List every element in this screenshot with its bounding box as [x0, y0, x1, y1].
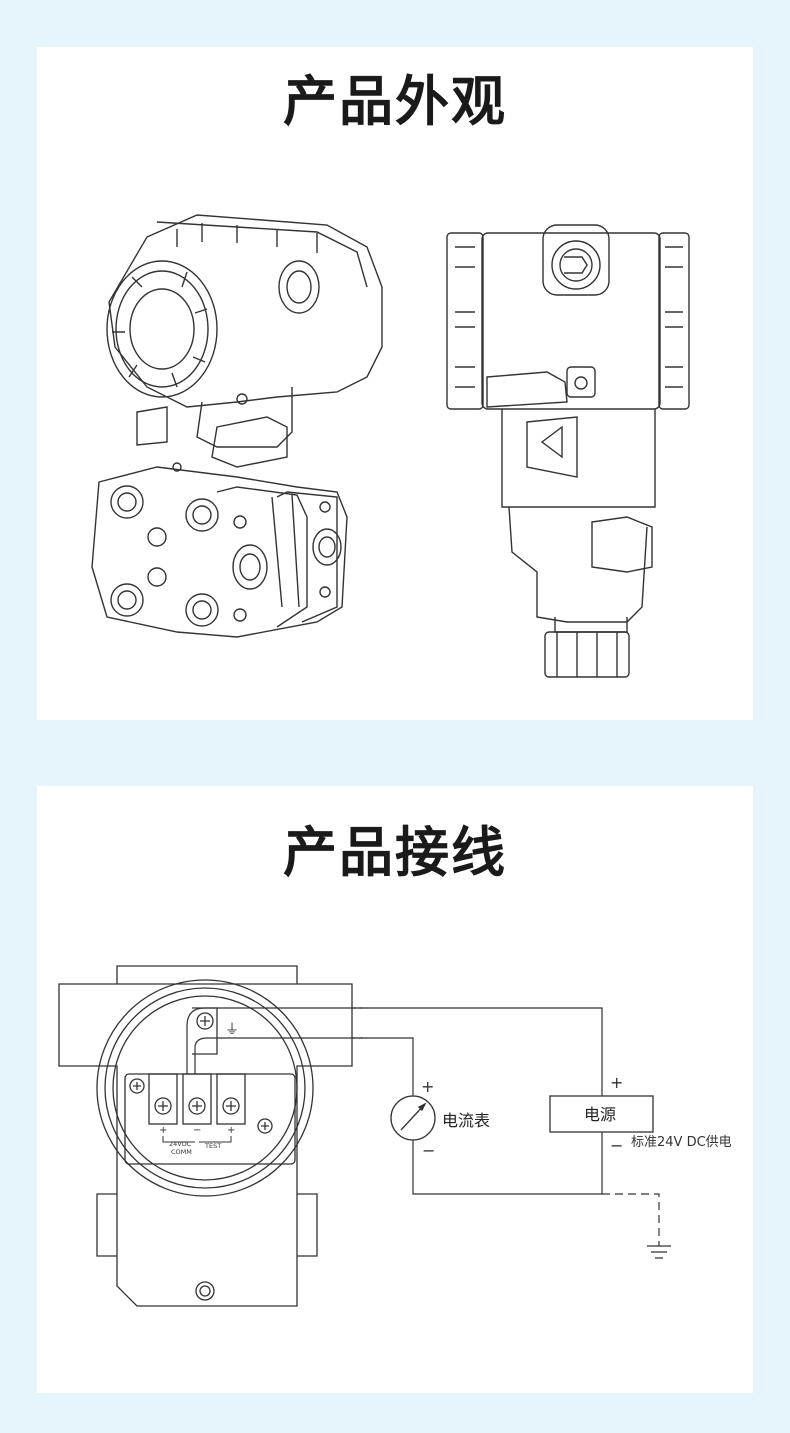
ammeter-minus: − — [422, 1141, 435, 1160]
transmitter-side-drawing — [446, 224, 690, 678]
power-supply-box — [549, 1095, 654, 1133]
terminal-caption-comm: COMM — [171, 1148, 192, 1156]
ammeter-label: 电流表 — [442, 1111, 490, 1130]
wires — [186, 1007, 660, 1246]
earth-ground-symbol — [647, 1245, 671, 1259]
side-neck — [501, 409, 656, 678]
terminal-sign-plus-1: + — [159, 1125, 167, 1136]
ammeter-symbol — [390, 1095, 436, 1141]
terminal-block — [124, 1073, 296, 1165]
transmitter-perspective-drawing — [91, 214, 383, 638]
appearance-panel: 产品外观 — [37, 47, 753, 720]
power-note: 标准24V DC供电 — [631, 1135, 732, 1150]
wiring-title: 产品接线 — [283, 821, 507, 884]
terminal-sign-minus: − — [193, 1125, 201, 1136]
terminal-sign-plus-2: + — [227, 1125, 235, 1136]
wiring-panel: 产品接线 + − + — [37, 786, 753, 1393]
perspective-housing — [106, 214, 383, 472]
appearance-title: 产品外观 — [283, 70, 507, 133]
terminal-housing — [58, 965, 353, 1307]
power-supply-label: 电源 — [584, 1105, 616, 1124]
terminal-caption-test: TEST — [204, 1142, 221, 1150]
power-minus: − — [610, 1136, 623, 1155]
perspective-flange — [91, 466, 348, 638]
internal-ground-screw — [192, 1007, 218, 1055]
power-plus: + — [610, 1073, 623, 1092]
internal-ground-symbol: ⏚ — [225, 1022, 239, 1038]
ammeter-plus: + — [421, 1077, 434, 1096]
side-housing — [446, 224, 690, 410]
wiring-diagram: + − + 24VDC COMM TEST ⏚ + − 电流表 — [58, 965, 732, 1307]
terminal-caption-24vdc: 24VDC — [169, 1140, 192, 1148]
